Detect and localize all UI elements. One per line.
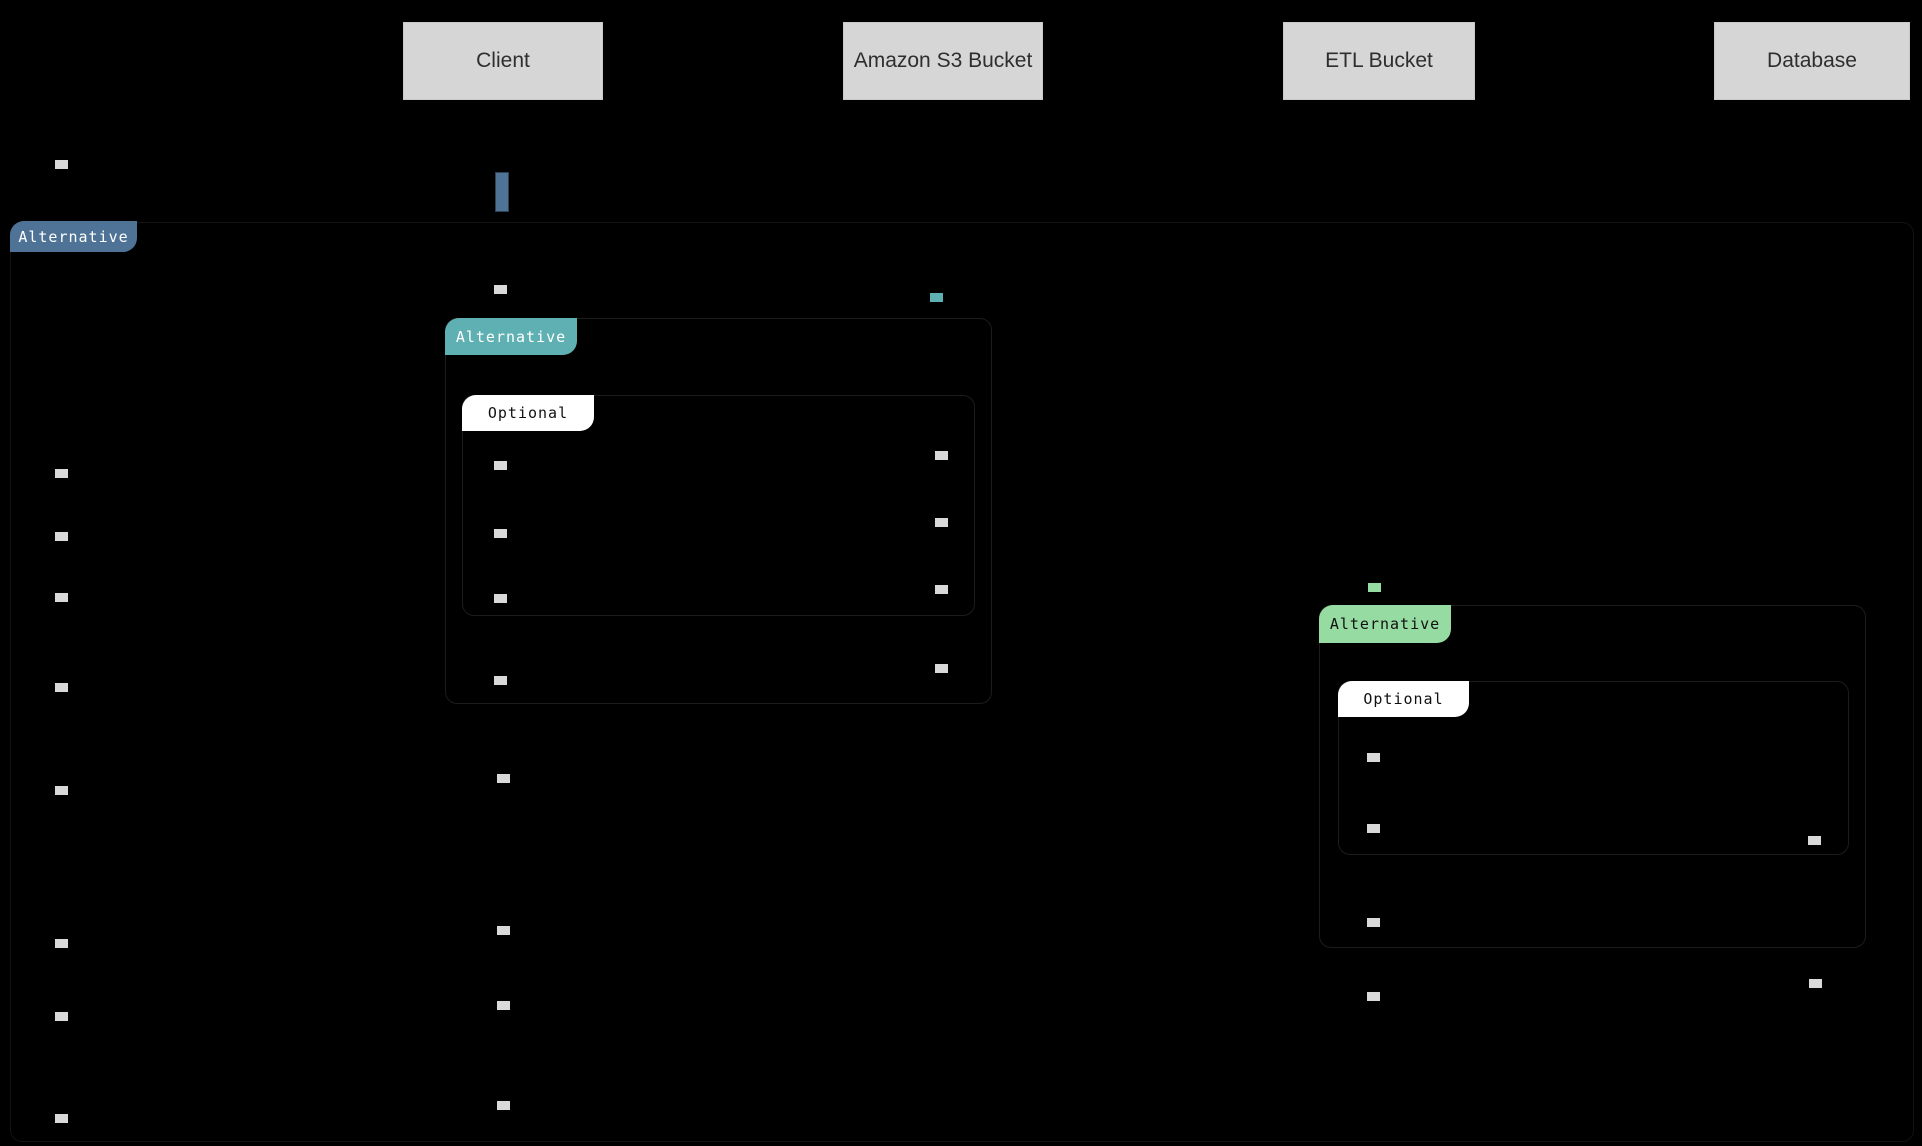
message-endpoint-mark: [55, 683, 68, 692]
alt-frame-teal: [445, 318, 992, 704]
message-endpoint-mark: [497, 1001, 510, 1010]
alt-frame-blue: [10, 222, 1914, 1142]
alt-badge-blue-label: Alternative: [18, 227, 129, 246]
message-endpoint-mark: [497, 774, 510, 783]
actor-etl: ETL Bucket: [1283, 22, 1475, 100]
message-endpoint-mark: [1367, 918, 1380, 927]
message-endpoint-mark: [55, 939, 68, 948]
opt-badge-2-label: Optional: [1363, 690, 1444, 708]
message-endpoint-mark: [935, 664, 948, 673]
message-endpoint-mark: [55, 1114, 68, 1123]
actor-database: Database: [1714, 22, 1910, 100]
message-endpoint-mark: [1367, 992, 1380, 1001]
message-endpoint-mark: [935, 451, 948, 460]
message-endpoint-mark: [1808, 836, 1821, 845]
alt-frame-green: [1319, 605, 1866, 948]
message-endpoint-mark: [494, 461, 507, 470]
message-endpoint-mark: [930, 293, 943, 302]
actor-label-s3: Amazon S3 Bucket: [853, 49, 1033, 72]
message-endpoint-mark: [55, 786, 68, 795]
message-endpoint-mark: [1368, 583, 1381, 592]
message-endpoint-mark: [1367, 824, 1380, 833]
actor-s3: Amazon S3 Bucket: [843, 22, 1043, 100]
alt-badge-teal: Alternative: [445, 318, 577, 355]
opt-frame-2: [1338, 681, 1849, 855]
message-endpoint-mark: [935, 518, 948, 527]
actor-label-etl: ETL Bucket: [1325, 49, 1433, 72]
message-endpoint-mark: [55, 1012, 68, 1021]
message-endpoint-mark: [494, 676, 507, 685]
message-endpoint-mark: [494, 594, 507, 603]
message-endpoint-mark: [55, 593, 68, 602]
alt-badge-green: Alternative: [1319, 605, 1451, 643]
message-endpoint-mark: [935, 585, 948, 594]
message-endpoint-mark: [55, 469, 68, 478]
opt-frame-1: [462, 395, 975, 616]
alt-badge-teal-label: Alternative: [455, 327, 567, 346]
message-endpoint-mark: [494, 529, 507, 538]
actor-label-client: Client: [476, 49, 530, 72]
alt-badge-green-label: Alternative: [1329, 615, 1441, 633]
message-endpoint-mark: [55, 160, 68, 169]
actor-label-database: Database: [1767, 49, 1857, 72]
actor-client: Client: [403, 22, 603, 100]
opt-badge-1-label: Optional: [487, 404, 569, 422]
opt-badge-1: Optional: [462, 395, 594, 431]
message-endpoint-mark: [494, 285, 507, 294]
activation-bar: [495, 172, 509, 212]
opt-badge-2: Optional: [1338, 681, 1469, 717]
message-endpoint-mark: [497, 926, 510, 935]
message-endpoint-mark: [497, 1101, 510, 1110]
alt-badge-blue: Alternative: [10, 221, 137, 252]
message-endpoint-mark: [55, 532, 68, 541]
message-endpoint-mark: [1367, 753, 1380, 762]
message-endpoint-mark: [1809, 979, 1822, 988]
